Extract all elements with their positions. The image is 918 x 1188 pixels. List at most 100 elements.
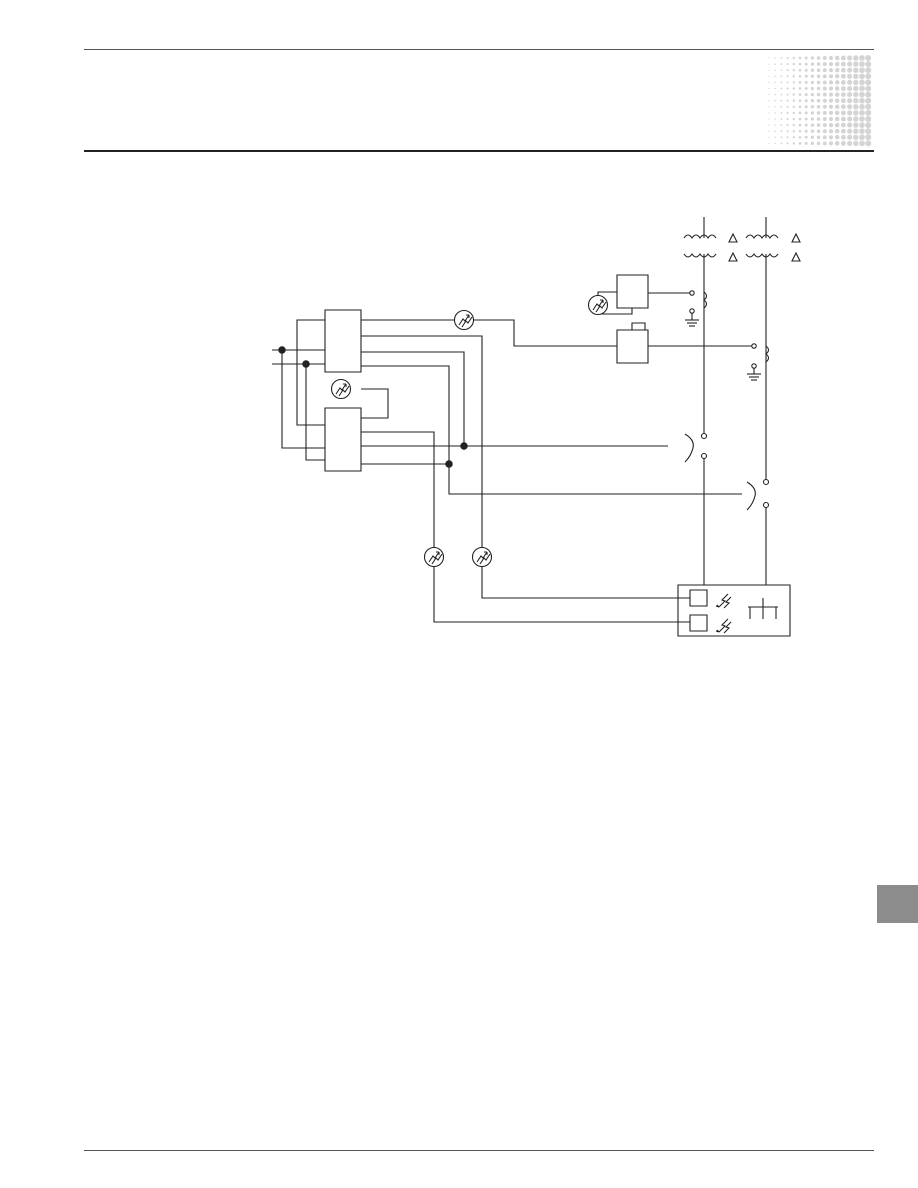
pattern-dot — [780, 87, 783, 90]
pattern-dot — [768, 87, 770, 90]
pattern-dot — [792, 123, 795, 127]
pattern-dot — [853, 110, 859, 116]
pattern-dot — [865, 73, 872, 80]
pattern-dot — [804, 105, 808, 109]
pattern-dot — [786, 105, 789, 108]
header-dot-pattern — [768, 55, 872, 147]
pattern-dot — [859, 97, 865, 104]
pattern-dot — [774, 112, 776, 114]
pattern-dot — [859, 55, 865, 61]
pattern-dot — [859, 85, 865, 92]
pattern-dot — [865, 128, 872, 135]
pattern-dot — [798, 111, 802, 115]
breaker-right — [747, 480, 769, 586]
pattern-dot — [798, 99, 802, 103]
pattern-dot — [816, 80, 821, 85]
pattern-dot — [822, 86, 827, 91]
transformer-right — [746, 217, 800, 480]
pattern-dot — [841, 67, 846, 73]
pattern-dot — [859, 103, 865, 110]
pattern-dot — [859, 67, 865, 74]
pattern-dot — [786, 130, 789, 133]
pattern-dot — [847, 128, 853, 134]
pattern-dot — [816, 123, 821, 127]
pattern-dot — [798, 62, 802, 66]
pattern-dot — [810, 80, 815, 85]
pattern-dot — [834, 98, 840, 103]
pattern-dot — [822, 104, 827, 109]
pattern-dot — [798, 123, 802, 127]
pattern-dot — [828, 92, 834, 97]
pattern-dot — [774, 93, 776, 96]
pattern-dot — [828, 86, 834, 91]
pattern-dot — [853, 122, 859, 128]
pattern-dot — [847, 140, 853, 146]
pattern-dot — [841, 110, 846, 116]
pattern-dot — [822, 74, 827, 79]
pattern-dot — [768, 69, 770, 71]
pattern-dot — [792, 87, 795, 90]
pattern-dot — [810, 56, 815, 60]
delta-symbol — [792, 234, 800, 242]
pattern-dot — [841, 92, 846, 97]
pattern-dot — [834, 104, 840, 110]
pattern-dot — [816, 56, 821, 60]
pattern-dot — [865, 103, 872, 110]
pattern-dot — [774, 118, 776, 120]
pattern-dot — [804, 129, 808, 133]
pattern-dot — [834, 122, 840, 128]
pattern-dot — [792, 142, 795, 145]
pattern-dot — [822, 129, 827, 134]
pattern-dot — [859, 122, 865, 128]
pattern-dot — [804, 135, 808, 139]
pattern-dot — [780, 130, 783, 133]
pattern-dot — [834, 141, 840, 146]
pattern-dot — [853, 140, 859, 147]
pattern-dot — [834, 55, 840, 61]
pattern-dot — [841, 80, 846, 85]
pattern-dot — [774, 124, 776, 126]
pattern-dot — [786, 142, 789, 145]
pattern-dot — [798, 105, 802, 109]
pattern-dot — [774, 69, 776, 71]
relay-box-upper-right — [617, 275, 648, 308]
pattern-dot — [780, 93, 783, 96]
pattern-dot — [798, 81, 802, 84]
pattern-dot — [774, 142, 776, 145]
pattern-dot — [774, 63, 776, 65]
pattern-dot — [841, 122, 846, 128]
pattern-dot — [816, 92, 821, 97]
pattern-dot — [816, 105, 821, 109]
pattern-dot — [786, 136, 789, 139]
pattern-dot — [792, 93, 795, 96]
pattern-dot — [780, 99, 783, 102]
relay-box-lower-left — [325, 408, 361, 471]
comm-link-icon — [473, 548, 492, 567]
pattern-dot — [847, 98, 853, 104]
pattern-dot — [786, 124, 789, 127]
pattern-dot — [865, 122, 872, 129]
pattern-dot — [810, 62, 815, 66]
pattern-dot — [834, 92, 840, 97]
pattern-dot — [865, 55, 872, 61]
pattern-dot — [804, 87, 808, 90]
pattern-dot — [847, 104, 853, 110]
header-rule — [84, 150, 874, 152]
pattern-dot — [792, 99, 795, 102]
pattern-dot — [841, 86, 846, 91]
pattern-dot — [834, 74, 840, 79]
pattern-dot — [780, 112, 783, 114]
pattern-dot — [853, 61, 859, 67]
pattern-dot — [828, 110, 834, 115]
junction-dot — [303, 361, 309, 367]
pattern-dot — [786, 69, 789, 72]
pattern-dot — [828, 55, 834, 61]
pattern-dot — [828, 68, 834, 73]
pattern-dot — [859, 91, 865, 98]
pattern-dot — [774, 75, 776, 78]
current-transformer-lower — [648, 344, 769, 374]
pattern-dot — [853, 128, 859, 134]
pattern-dot — [798, 68, 802, 72]
pattern-dot — [768, 106, 770, 108]
pattern-dot — [786, 111, 789, 114]
